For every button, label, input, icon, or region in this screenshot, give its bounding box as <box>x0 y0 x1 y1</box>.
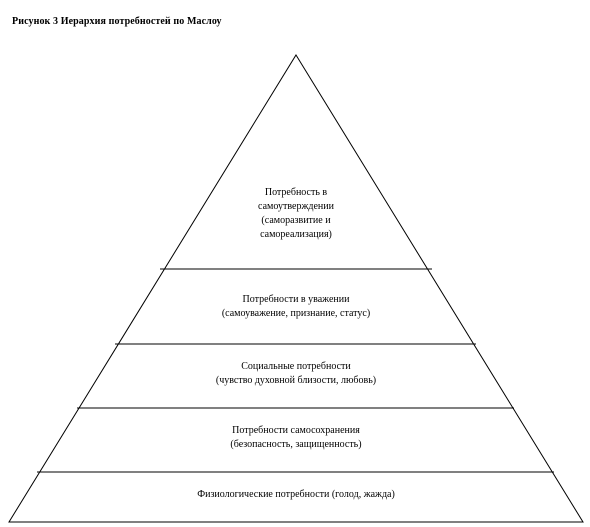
level-esteem-line2: (самоуважение, признание, статус) <box>221 308 371 319</box>
level-safety-line2: (безопасность, защищенность) <box>230 439 362 450</box>
pyramid-outline <box>8 54 584 523</box>
figure-caption: Рисунок 3 Иерархия потребностей по Масло… <box>12 16 222 27</box>
level-safety: Потребности самосохранения (безопасность… <box>176 424 416 452</box>
level-physiological: Физиологические потребности (голод, жажд… <box>136 488 456 502</box>
level-self-actualization: Потребность в самоутверждении (саморазви… <box>226 186 366 242</box>
level-social-line2: (чувство духовной близости, любовь) <box>215 375 377 386</box>
level-safety-line1: Потребности самосохранения <box>232 425 360 436</box>
level-esteem-line1: Потребности в уважении <box>242 294 350 305</box>
level-self-actualization-line1: Потребность в <box>264 187 328 198</box>
level-social: Социальные потребности (чувство духовной… <box>166 360 426 388</box>
level-self-actualization-line2: самоутверждении <box>258 201 334 212</box>
level-physiological-line1: Физиологические потребности (голод, жажд… <box>197 489 395 500</box>
level-esteem: Потребности в уважении (самоуважение, пр… <box>176 293 416 321</box>
level-social-line1: Социальные потребности <box>241 361 351 372</box>
level-self-actualization-line3: (саморазвитие и <box>261 215 331 226</box>
level-self-actualization-line4: самореализация) <box>260 229 332 240</box>
